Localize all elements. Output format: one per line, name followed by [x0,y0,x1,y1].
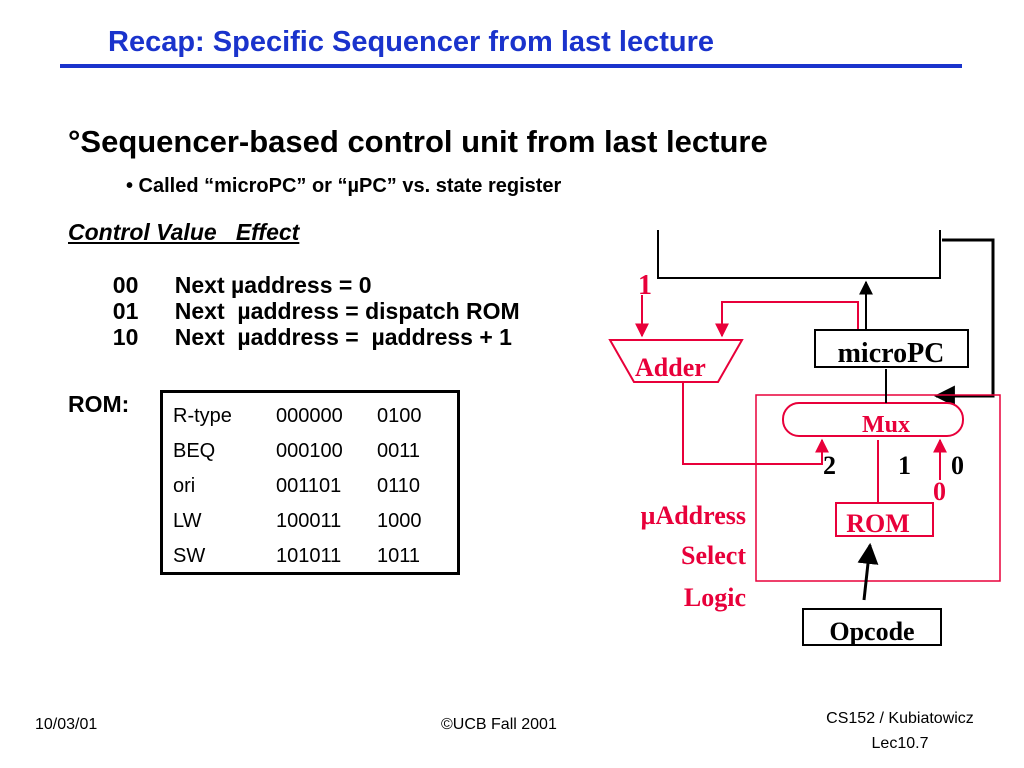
footer-course-line: CS152 / Kubiatowicz [826,710,974,727]
footer-course: CS152 / Kubiatowicz Lec10.7 [790,706,1010,756]
rom-value: 0011 [377,440,421,462]
rom-opcode: 100011 [276,510,342,532]
micropc-to-adder-wire [715,301,859,338]
select-logic-line-1: µAddress [640,501,746,530]
rom-name: BEQ [173,440,216,462]
rom-label: ROM: [68,391,130,417]
control-effect: Next µaddress = dispatch ROM [174,298,520,324]
opcode-to-rom-wire [857,542,879,601]
datapath-box [657,230,941,279]
main-bullet: °Sequencer-based control unit from last … [68,124,768,159]
select-logic-line-2: Select [681,541,746,570]
select-logic-line-3: Logic [684,583,746,612]
control-code: 00 [112,272,139,298]
rom-value: 0110 [377,475,421,497]
mux-label: Mux [862,412,910,438]
adder-label: Adder [635,353,706,382]
rom-name: R-type [173,405,232,427]
rom-block-label: ROM [846,509,910,538]
const-one-label: 1 [638,270,652,301]
opcode-label: Opcode [829,617,914,646]
control-code: 10 [112,324,139,350]
rom-table: R-type 000000 0100 BEQ 000100 0011 ori 0… [160,390,460,575]
select-logic-box [755,394,1001,582]
control-row: 00 Next µaddress = 0 [100,245,372,299]
control-row: 01 Next µaddress = dispatch ROM [100,271,520,325]
rom-row: SW 101011 1011 [163,539,457,574]
rom-name: LW [173,510,202,532]
rom-opcode: 000000 [276,405,343,427]
rom-value: 1000 [377,510,422,532]
mux-input-2: 2 [823,451,836,480]
opcode-box [802,608,942,646]
title-underline [60,64,962,68]
control-effect: Next µaddress = 0 [174,272,372,298]
control-wire [933,238,995,407]
zero-input-label: 0 [933,477,946,506]
mux-input-1: 1 [898,451,911,480]
footer-copyright: ©UCB Fall 2001 [441,716,557,733]
rom-value: 0100 [377,405,422,427]
adder-to-mux-wire [682,382,829,465]
rom-block [835,502,934,537]
control-code: 01 [112,298,139,324]
footer-date: 10/03/01 [35,716,98,733]
rom-value: 1011 [377,545,421,567]
footer-lecture-line: Lec10.7 [871,735,929,752]
rom-name: ori [173,475,196,497]
rom-name: SW [173,545,206,567]
slide-title: Recap: Specific Sequencer from last lect… [108,26,714,58]
micropc-register [814,329,969,368]
adder-shape [608,339,744,383]
control-table-header: Control Value Effect [68,219,300,245]
mux-shape [782,402,964,437]
rom-row: LW 100011 1000 [163,504,457,539]
sub-bullet: • Called “microPC” or “µPC” vs. state re… [126,175,562,197]
control-effect: Next µaddress = µaddress + 1 [174,324,512,350]
rom-opcode: 101011 [276,545,342,567]
rom-opcode: 000100 [276,440,343,462]
control-row: 10 Next µaddress = µaddress + 1 [100,297,512,351]
rom-row: ori 001101 0110 [163,469,457,504]
micropc-label: microPC [838,338,945,369]
rom-row: R-type 000000 0100 [163,399,457,434]
mux-input-0: 0 [951,451,964,480]
rom-opcode: 001101 [276,475,342,497]
rom-row: BEQ 000100 0011 [163,434,457,469]
